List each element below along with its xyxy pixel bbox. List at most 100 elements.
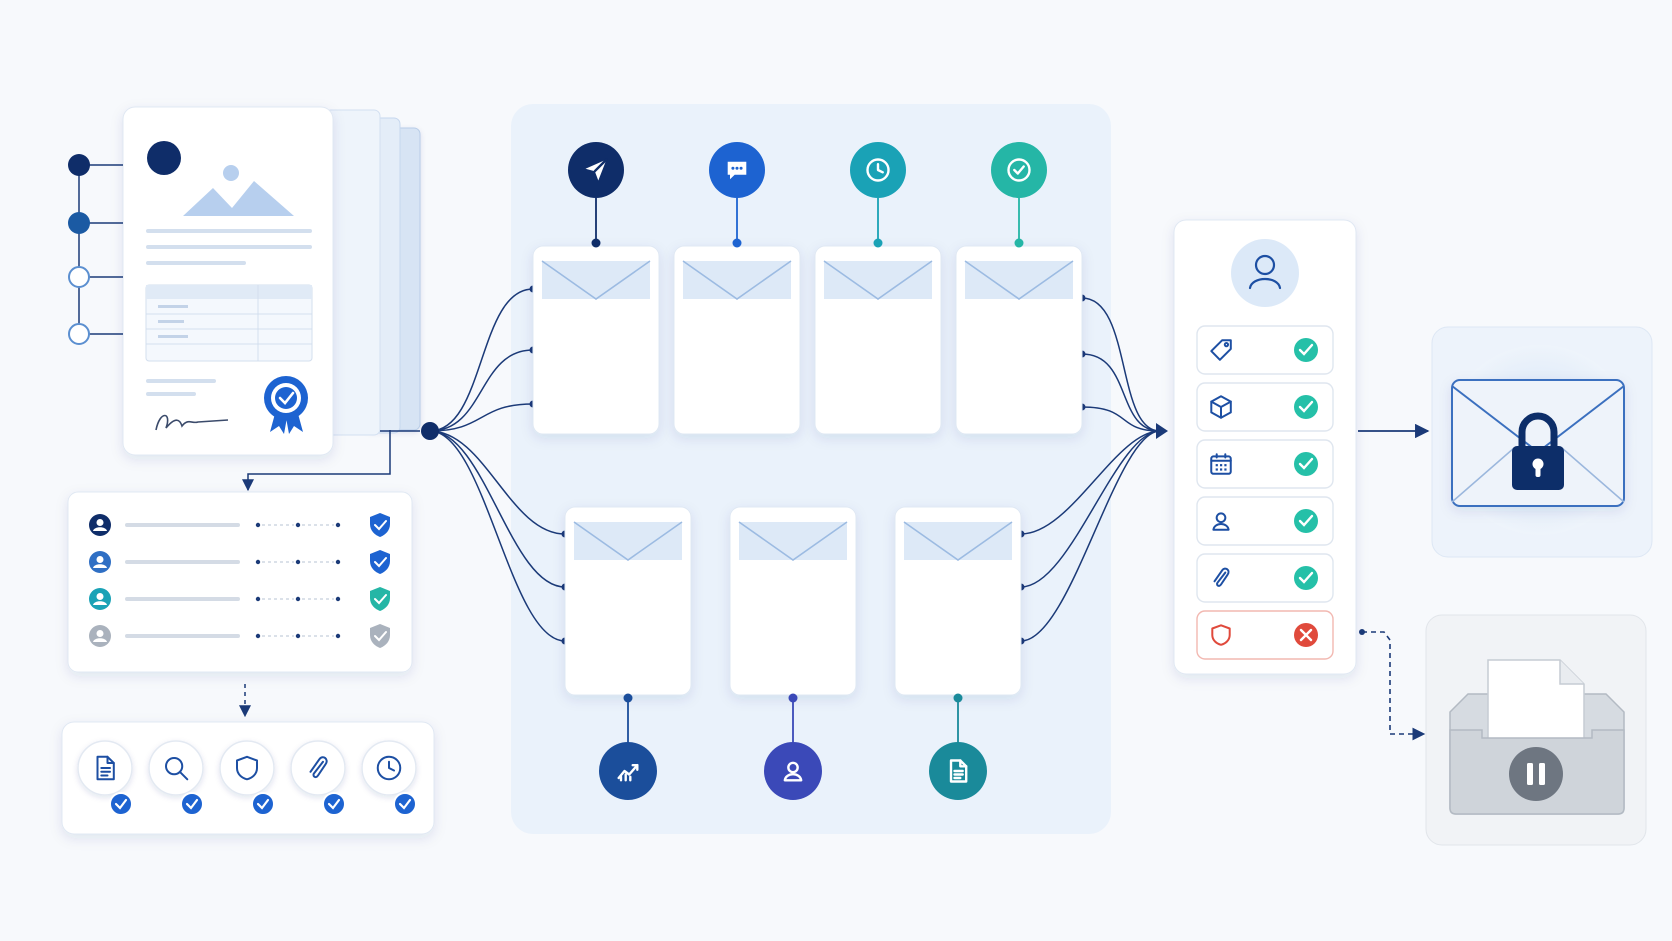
check-icon [1294,338,1318,362]
envelope-icon [964,260,1074,300]
document-icon [96,755,115,781]
award-ribbon-icon [264,376,308,434]
envelope-card [955,245,1083,435]
check-badge-icon [393,792,417,816]
held-outcome [1425,614,1647,846]
avatar [89,551,111,573]
channel-node [929,693,987,800]
validation-item [1196,439,1334,489]
split-node [421,422,439,440]
channel-node [850,142,906,248]
shield-check-icon [370,624,390,648]
envelope-card [532,245,660,435]
check-icon [1294,452,1318,476]
channel-node [568,142,624,248]
recipient-row [89,587,390,611]
locked-envelope-icon [1451,379,1625,507]
channels-panel [511,104,1111,834]
outline-marker-3 [68,266,90,288]
channel-icons [568,142,1047,800]
envelope-card [814,245,942,435]
validation-item [1196,610,1334,660]
outline-marker-1 [68,154,90,176]
channel-node [709,142,765,248]
clock-icon [866,158,890,182]
secure-outcome [1431,326,1653,558]
avatar [89,625,111,647]
envelope-card [673,245,801,435]
avatar [89,588,111,610]
envelope-icon [823,260,933,300]
checks-row [61,721,435,835]
envelope-card [894,506,1022,696]
recipient-row [89,624,390,648]
user-icon [783,761,803,782]
validation-item [1196,496,1334,546]
paused-tray-icon [1449,659,1625,815]
envelope-icon [573,521,683,561]
check-badge-icon [180,792,204,816]
channel-node [599,693,657,800]
channel-node [764,693,822,800]
search-icon [165,757,189,781]
check-icon [1294,509,1318,533]
check-badge-icon [109,792,133,816]
outline-marker-2 [68,212,90,234]
error-x-icon [1294,623,1318,647]
check-badge-icon [322,792,346,816]
merge-arrow [1156,423,1168,439]
paperclip-icon [1213,567,1230,587]
envelope-cards [532,245,1083,696]
user-icon [1212,512,1230,531]
check-icon [1294,395,1318,419]
signature [155,414,229,431]
check-circle-icon [1007,158,1031,182]
recipient-list-card [67,430,413,673]
image-placeholder-icon [183,181,294,216]
check-item [290,740,346,816]
document-table [145,284,313,362]
outline-markers [68,154,123,345]
user-icon [1254,254,1276,276]
branch-connectors [429,285,1168,645]
validation-item [1196,325,1334,375]
check-item [361,740,417,816]
validation-panel [1173,219,1357,675]
send-icon [585,158,608,181]
recipient-row [89,550,390,574]
shield-check-icon [370,587,390,611]
shield-icon [236,755,258,781]
envelope-icon [738,521,848,561]
envelope-icon [682,260,792,300]
shield-icon [1211,624,1231,646]
check-item [148,740,204,816]
envelope-card [564,506,692,696]
document-stack [122,106,421,456]
box-icon [1210,395,1232,419]
validation-item [1196,553,1334,603]
calendar-icon [1210,453,1232,475]
document-icon [949,759,968,783]
outline-marker-4 [68,323,90,345]
shield-check-icon [370,550,390,574]
document-card [122,106,334,456]
chat-icon [727,161,747,180]
avatar [89,514,111,536]
check-item [219,740,275,816]
fail-arrow [1362,631,1426,741]
paperclip-icon [309,756,328,779]
check-badge-icon [251,792,275,816]
shield-check-icon [370,513,390,537]
check-icon [1294,566,1318,590]
analytics-icon [617,764,639,782]
envelope-icon [541,260,651,300]
channel-node [991,142,1047,248]
recipient-row [89,513,390,537]
envelope-card [729,506,857,696]
tag-icon [1210,339,1232,361]
validation-item [1196,382,1334,432]
logo-dot [147,141,181,175]
envelope-icon [903,521,1013,561]
